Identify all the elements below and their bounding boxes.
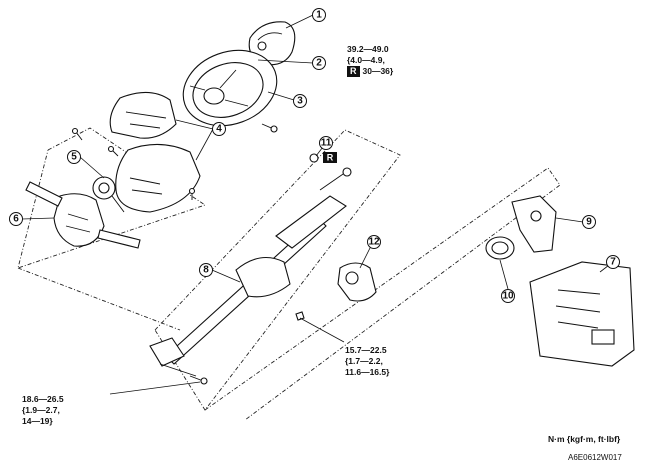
cover-screws xyxy=(71,127,196,200)
svg-text:4: 4 xyxy=(216,124,222,135)
torque-spec-joint-bolt: 18.6—26.5 {1.9—2.7, 14—19} xyxy=(22,394,64,427)
joint-bolt xyxy=(189,375,208,385)
svg-text:11: 11 xyxy=(321,138,332,149)
torque-value: 18.6—26.5 xyxy=(22,394,64,404)
torque-kgfm: {4.0—4.9, xyxy=(347,55,385,65)
column-bolt xyxy=(295,311,305,321)
callout-6: 6 xyxy=(9,212,23,226)
callout-1: 1 xyxy=(312,8,326,22)
callout-markers: 1 2 3 4 5 6 7 8 9 10 11 12 xyxy=(9,8,620,303)
boundary-combination-switch-group xyxy=(17,127,207,269)
combination-switch xyxy=(25,181,141,249)
callout-7: 7 xyxy=(606,255,620,269)
boundary-link xyxy=(17,267,181,331)
torque-kgfm: {1.7—2.2, xyxy=(345,356,383,366)
steering-lock xyxy=(337,262,377,302)
callout-5: 5 xyxy=(67,150,81,164)
svg-text:8: 8 xyxy=(203,265,209,276)
torque-units: N·m {kgf·m, ft·lbf} xyxy=(548,434,621,444)
torque-value: 15.7—22.5 xyxy=(345,345,387,355)
svg-text:12: 12 xyxy=(368,237,380,248)
callout-3: 3 xyxy=(293,94,307,108)
boundary-column-group xyxy=(154,129,401,411)
column-bracket xyxy=(511,195,557,253)
key-ring xyxy=(485,236,515,260)
svg-text:2: 2 xyxy=(316,58,322,69)
callout-9: 9 xyxy=(582,215,596,229)
svg-text:10: 10 xyxy=(502,291,514,302)
leader-lines xyxy=(21,14,614,395)
svg-text:6: 6 xyxy=(13,214,19,225)
svg-text:5: 5 xyxy=(71,152,77,163)
svg-text:3: 3 xyxy=(297,96,303,107)
torque-ftlbf: 11.6—16.5} xyxy=(345,367,390,377)
svg-text:7: 7 xyxy=(610,257,616,268)
callout-11: 11 xyxy=(319,136,333,150)
column-cover xyxy=(109,91,201,213)
svg-text:9: 9 xyxy=(586,217,592,228)
torque-ftlbf: 14—19} xyxy=(22,416,53,426)
boundary-right-group xyxy=(204,167,561,421)
callout-2: 2 xyxy=(312,56,326,70)
callout-8: 8 xyxy=(199,263,213,277)
callout-10: 10 xyxy=(501,289,515,303)
retorque-mark: R xyxy=(347,66,360,77)
steering-column xyxy=(149,167,352,377)
svg-text:1: 1 xyxy=(316,10,322,21)
steering-wheel xyxy=(182,49,278,127)
callout-4: 4 xyxy=(212,122,226,136)
torque-value: 39.2—49.0 xyxy=(347,44,389,54)
svg-text:R: R xyxy=(327,153,334,163)
torque-ftlbf: 30—36} xyxy=(362,66,394,76)
torque-spec-column-bolt: 15.7—22.5 {1.7—2.2, 11.6—16.5} xyxy=(345,345,389,378)
clock-spring xyxy=(92,176,125,213)
callout-12: 12 xyxy=(367,235,381,249)
airbag-module xyxy=(248,21,296,66)
retorque-mark-nut: R xyxy=(323,152,337,163)
wheel-bolt xyxy=(261,123,278,133)
figure-id: A6E0612W017 xyxy=(568,453,622,462)
torque-kgfm: {1.9—2.7, xyxy=(22,405,60,415)
lower-panel xyxy=(529,261,635,367)
